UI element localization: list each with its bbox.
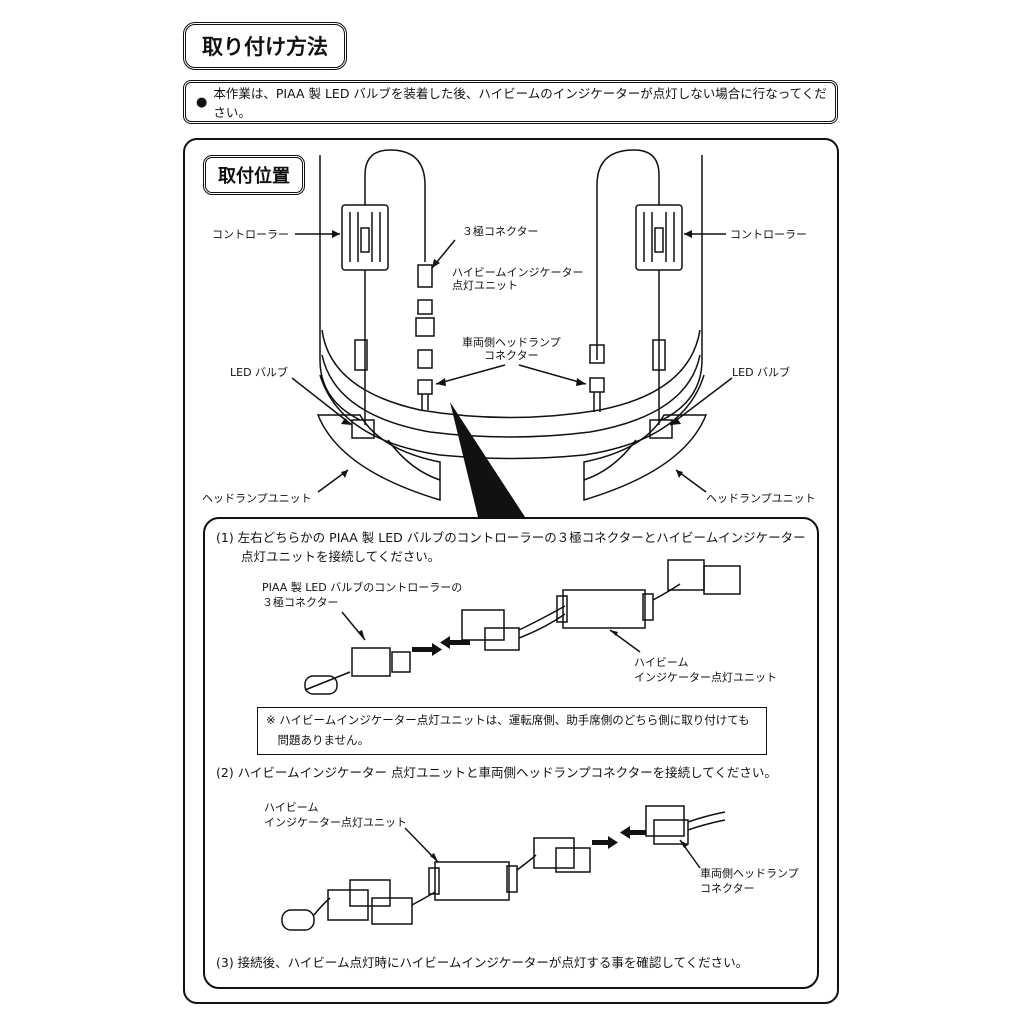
- label-controller-right: コントローラー: [730, 228, 807, 241]
- main-panel: [183, 138, 839, 1004]
- indicator-unit-1: [562, 589, 646, 629]
- step-2-label-connector: 車両側ヘッドランプ コネクター: [700, 867, 799, 895]
- three-pin-connector: [351, 647, 391, 677]
- step-2-label-unit: ハイビーム インジケーター点灯ユニット: [264, 801, 407, 829]
- step-1-text: (1) 左右どちらかの PIAA 製 LED バルブのコントローラーの３極コネク…: [216, 530, 806, 564]
- notice-text: 本作業は、PIAA 製 LED バルブを装着した後、ハイビームのインジケーターが…: [213, 86, 827, 120]
- vehicle-connector: [645, 805, 685, 837]
- step-3-text: (3) 接続後、ハイビーム点灯時にハイビームインジケーターが点灯する事を確認して…: [216, 955, 749, 970]
- label-vehicle-connector: 車両側ヘッドランプ コネクター: [462, 336, 561, 362]
- label-controller-left: コントローラー: [212, 228, 289, 241]
- notice-box: ● 本作業は、PIAA 製 LED バルブを装着した後、ハイビームのインジケータ…: [183, 80, 838, 124]
- label-led-bulb-left: LED バルブ: [230, 366, 289, 379]
- led-bulb-left: [351, 419, 375, 439]
- indicator-unit-2: [434, 861, 510, 901]
- step2-three-pin: [327, 889, 369, 921]
- zoom-wedge: [450, 402, 525, 517]
- led-bulb-right: [649, 419, 673, 439]
- label-three-pin-connector: ３極コネクター: [462, 225, 539, 238]
- label-indicator-unit: ハイビームインジケーター 点灯ユニット: [452, 266, 584, 292]
- step-1-label-unit: ハイビーム インジケーター点灯ユニット: [634, 656, 777, 684]
- step-1-label-connector: PIAA 製 LED バルブのコントローラーの ３極コネクター: [262, 581, 463, 609]
- position-title: 取付位置: [203, 155, 305, 195]
- indicator-connector-b: [533, 837, 575, 869]
- page-title: 取り付け方法: [183, 22, 347, 70]
- caution-box: ※ ハイビームインジケーター点灯ユニットは、運転席側、助手席側のどちら側に取り付…: [257, 707, 767, 755]
- label-headlamp-left: ヘッドランプユニット: [202, 492, 312, 505]
- wire-a: [304, 671, 351, 691]
- bullet-icon: ●: [196, 94, 208, 110]
- indicator-connector-a: [461, 609, 505, 641]
- label-headlamp-right: ヘッドランプユニット: [706, 492, 816, 505]
- step-2-text: (2) ハイビームインジケーター 点灯ユニットと車両側ヘッドランプコネクターを接…: [216, 765, 777, 780]
- label-led-bulb-right: LED バルブ: [732, 366, 791, 379]
